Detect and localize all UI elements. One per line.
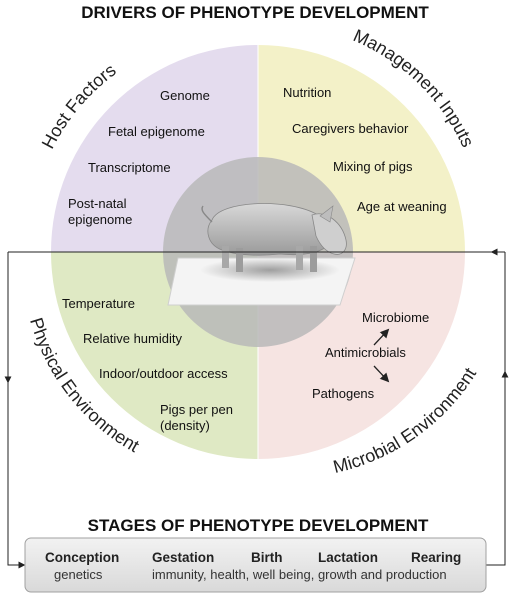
mgmt-item-caregivers: Caregivers behavior (292, 121, 409, 136)
left-loop-line (7, 252, 22, 566)
stage-gestation: Gestation (152, 550, 214, 565)
stage-lactation: Lactation (318, 550, 378, 565)
stage-sub-outcomes: immunity, health, well being, growth and… (152, 567, 447, 582)
right-loop-line (486, 252, 506, 566)
arrow-to-microbiome (373, 328, 390, 346)
mgmt-item-nutrition: Nutrition (283, 85, 331, 100)
phys-item-pigs-per-pen: Pigs per pen (160, 402, 233, 417)
mgmt-item-mixing: Mixing of pigs (333, 159, 413, 174)
pig-leg (310, 246, 317, 272)
arrow-to-pathogens (373, 365, 390, 383)
stages-title: STAGES OF PHENOTYPE DEVELOPMENT (88, 516, 429, 535)
host-item-transcriptome: Transcriptome (88, 160, 171, 175)
phys-item-temperature: Temperature (62, 296, 135, 311)
micro-item-antimicrobials: Antimicrobials (325, 345, 406, 360)
pig-leg (296, 246, 303, 270)
host-item-epigenome: epigenome (68, 212, 132, 227)
diagram-title: DRIVERS OF PHENOTYPE DEVELOPMENT (81, 3, 429, 22)
mgmt-item-weaning: Age at weaning (357, 199, 447, 214)
stage-sub-genetics: genetics (54, 567, 103, 582)
phys-item-density: (density) (160, 418, 210, 433)
pig-body (207, 203, 333, 256)
stage-rearing: Rearing (411, 550, 461, 565)
host-item-genome: Genome (160, 88, 210, 103)
pig-ear (319, 205, 334, 223)
micro-item-pathogens: Pathogens (312, 386, 375, 401)
micro-item-microbiome: Microbiome (362, 310, 429, 325)
pig-illustration (167, 203, 356, 306)
pig-leg (236, 248, 243, 272)
stages-box (24, 537, 487, 593)
pig-tail (201, 205, 213, 223)
phys-item-humidity: Relative humidity (83, 331, 182, 346)
pig-leg (222, 246, 229, 268)
host-item-fetal-epigenome: Fetal epigenome (108, 124, 205, 139)
phys-item-access: Indoor/outdoor access (99, 366, 228, 381)
host-item-post-natal: Post-natal (68, 196, 127, 211)
pig-shadow (200, 258, 340, 282)
stage-birth: Birth (251, 550, 283, 565)
stage-conception: Conception (45, 550, 119, 565)
